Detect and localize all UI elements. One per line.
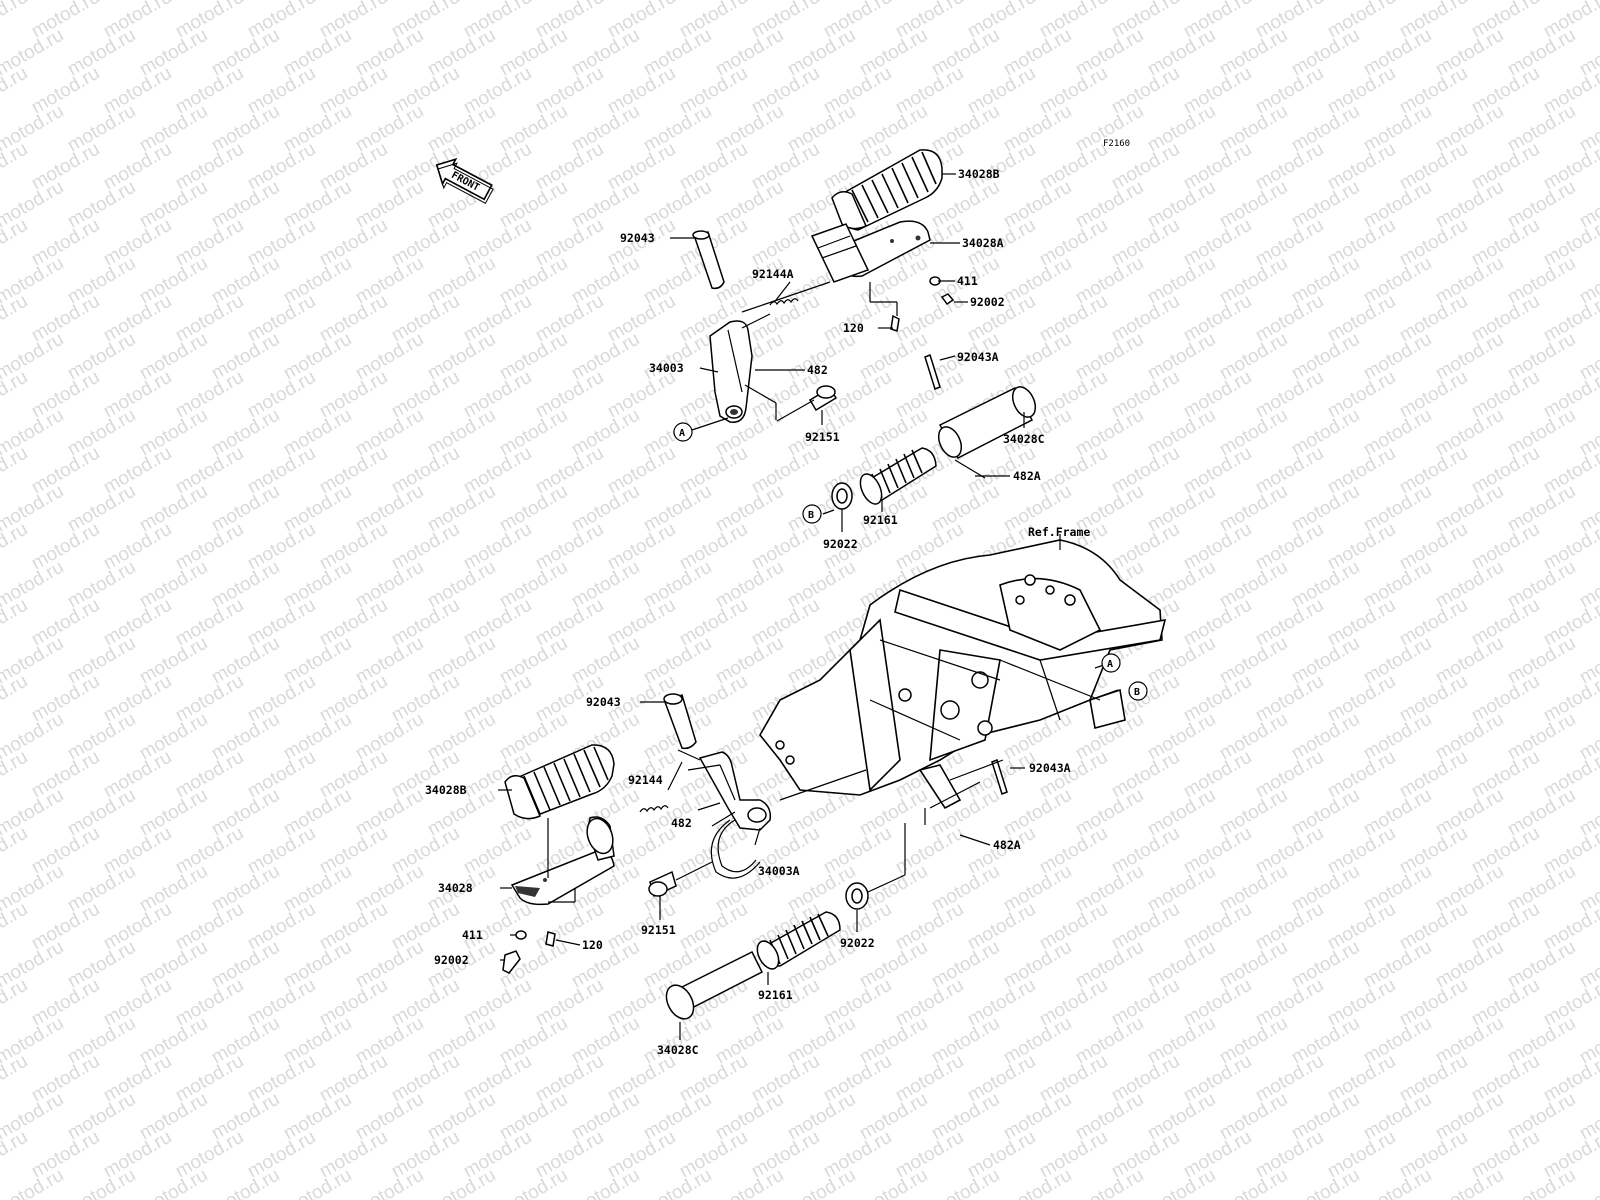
label-92043A-top: 92043A	[957, 350, 999, 364]
bolt-120-top-icon	[890, 314, 900, 332]
label-34003A: 34003A	[758, 864, 800, 878]
watermark-text: motod.ru	[0, 0, 31, 42]
watermark-text: motod.ru	[568, 1165, 643, 1200]
ref-mark-a-top: A	[673, 422, 693, 442]
watermark-text: motod.ru	[0, 519, 31, 575]
watermark-text: motod.ru	[1288, 1165, 1363, 1200]
watermark-text: motod.ru	[64, 1165, 139, 1200]
watermark-text: motod.ru	[0, 747, 31, 803]
watermark-text: motod.ru	[928, 1165, 1003, 1200]
watermark-text: motod.ru	[784, 1165, 859, 1200]
watermark-text: motod.ru	[712, 1165, 787, 1200]
watermark-text: motod.ru	[0, 291, 31, 347]
label-92144A: 92144A	[752, 267, 794, 281]
watermark-text: motod.ru	[1144, 1165, 1219, 1200]
label-34028B-bottom: 34028B	[425, 783, 467, 797]
ref-mark-b-frame: B	[1128, 681, 1148, 701]
watermark-text: motod.ru	[208, 1165, 283, 1200]
watermark-text: motod.ru	[0, 215, 31, 271]
label-120-bottom: 120	[582, 938, 603, 952]
label-34028C-top: 34028C	[1003, 432, 1045, 446]
bolt-120-bottom-icon	[545, 931, 556, 947]
label-482A-bottom: 482A	[993, 838, 1021, 852]
watermark-text: motod.ru	[1216, 1165, 1291, 1200]
svg-text:B: B	[1134, 687, 1140, 698]
watermark-text: motod.ru	[0, 1051, 31, 1107]
watermark-text: motod.ru	[424, 1165, 499, 1200]
watermark-text: motod.ru	[1576, 0, 1600, 4]
watermark-text: motod.ru	[856, 1165, 931, 1200]
label-92161-top: 92161	[863, 513, 898, 527]
label-34028B-top: 34028B	[958, 167, 1000, 181]
svg-text:A: A	[1107, 659, 1113, 670]
watermark-text: motod.ru	[352, 1165, 427, 1200]
watermark-text: motod.ru	[1432, 1165, 1507, 1200]
watermark-text: motod.ru	[0, 139, 31, 195]
watermark-text: motod.ru	[0, 63, 31, 119]
label-92002-top: 92002	[970, 295, 1005, 309]
watermark-text: motod.ru	[1504, 1165, 1579, 1200]
washer-411-bottom-icon	[515, 930, 527, 940]
ref-mark-a-frame: A	[1101, 653, 1121, 673]
label-92144: 92144	[628, 773, 663, 787]
washer-92022-bottom-icon	[845, 882, 869, 910]
watermark-text: motod.ru	[0, 975, 31, 1031]
watermark-text: motod.ru	[0, 671, 31, 727]
label-92022-bottom: 92022	[840, 936, 875, 950]
ref-mark-b-top: B	[802, 504, 822, 524]
watermark-text: motod.ru	[0, 823, 31, 879]
label-92161-bottom: 92161	[758, 988, 793, 1002]
watermark-text: motod.ru	[1072, 1165, 1147, 1200]
label-92151-bottom: 92151	[641, 923, 676, 937]
watermark-text: motod.ru	[0, 595, 31, 651]
watermark-text: motod.ru	[136, 1165, 211, 1200]
label-411-top: 411	[957, 274, 978, 288]
label-482A-top: 482A	[1013, 469, 1041, 483]
label-92002-bottom: 92002	[434, 953, 469, 967]
label-34003: 34003	[649, 361, 684, 375]
label-120-top: 120	[843, 321, 864, 335]
watermark-text: motod.ru	[0, 367, 31, 423]
watermark-text: motod.ru	[0, 443, 31, 499]
watermark-text: motod.ru	[0, 1127, 31, 1183]
watermark-text: motod.ru	[1576, 1165, 1600, 1200]
watermark-text: motod.ru	[640, 1165, 715, 1200]
label-411-bottom: 411	[462, 928, 483, 942]
watermark-text: motod.ru	[0, 899, 31, 955]
watermark-text: motod.ru	[1360, 1165, 1435, 1200]
label-92043A-bottom: 92043A	[1029, 761, 1071, 775]
label-482-top: 482	[807, 363, 828, 377]
label-92151-top: 92151	[805, 430, 840, 444]
label-34028A: 34028A	[962, 236, 1004, 250]
label-92022-top: 92022	[823, 537, 858, 551]
svg-text:A: A	[679, 428, 685, 439]
watermark-text: motod.ru	[496, 1165, 571, 1200]
figure-code: F2160	[1103, 139, 1130, 149]
watermark-text: motod.ru	[280, 1165, 355, 1200]
watermark-text: motod.ru	[1000, 1165, 1075, 1200]
label-34028: 34028	[438, 881, 473, 895]
label-482-bottom: 482	[671, 816, 692, 830]
svg-text:B: B	[808, 510, 814, 521]
washer-92022-top-icon	[831, 482, 853, 510]
label-92043-top: 92043	[620, 231, 655, 245]
label-34028C-bottom: 34028C	[657, 1043, 699, 1057]
label-92043-bottom: 92043	[586, 695, 621, 709]
ref-frame-label: Ref.Frame	[1028, 525, 1090, 539]
